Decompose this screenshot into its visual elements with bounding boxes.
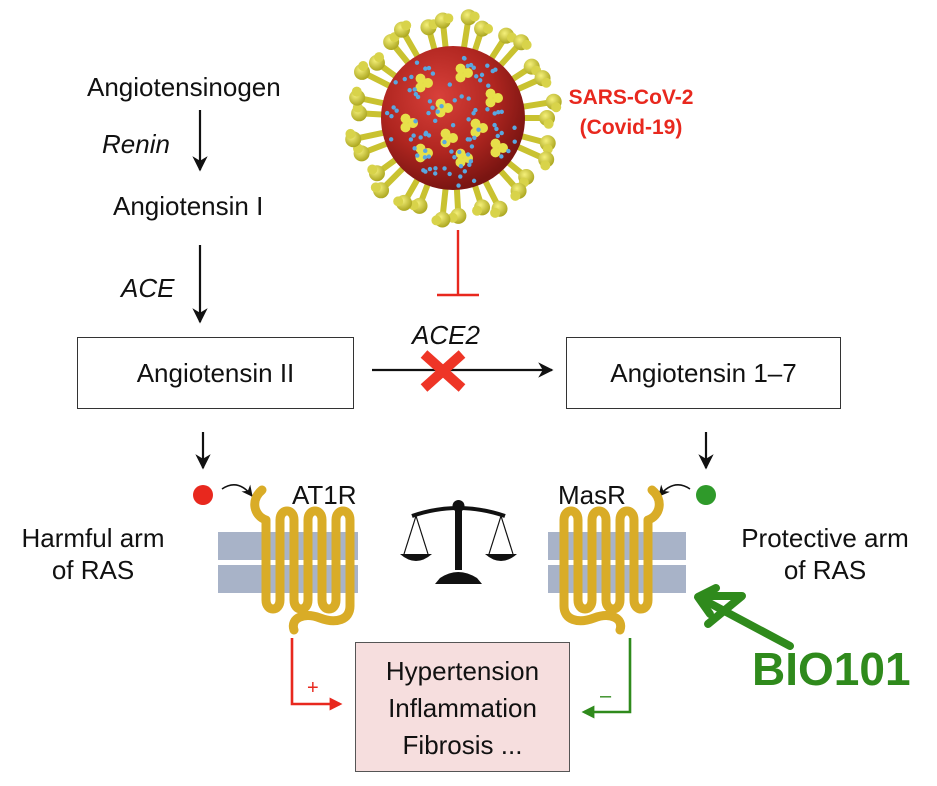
protective-arm-line1: Protective arm bbox=[720, 522, 930, 554]
outcome-hypertension: Hypertension bbox=[356, 653, 569, 690]
outcomes-box: Hypertension Inflammation Fibrosis ... bbox=[355, 642, 570, 772]
masr-label: MasR bbox=[558, 482, 626, 508]
angiotensin-ii-box: Angiotensin II bbox=[77, 337, 354, 409]
virus-disease: (Covid-19) bbox=[556, 113, 706, 143]
angiotensin-1-7-label: Angiotensin 1–7 bbox=[610, 358, 796, 389]
renin-enzyme-label: Renin bbox=[102, 131, 170, 157]
outcome-fibrosis: Fibrosis ... bbox=[356, 727, 569, 764]
harmful-effect-sign: + bbox=[307, 678, 319, 698]
ligand-binding-arrow-left bbox=[222, 485, 252, 496]
bio101-arrow bbox=[698, 588, 790, 646]
outcome-inflammation: Inflammation bbox=[356, 690, 569, 727]
virus-inhibition-line bbox=[437, 230, 479, 295]
harmful-arm-label: Harmful arm of RAS bbox=[8, 522, 178, 586]
balance-scale-icon bbox=[400, 500, 517, 584]
angiotensinogen-label: Angiotensinogen bbox=[87, 74, 281, 100]
ace2-enzyme-label: ACE2 bbox=[412, 322, 480, 348]
virus-label: SARS-CoV-2 (Covid-19) bbox=[556, 83, 706, 143]
angiotensin-1-7-box: Angiotensin 1–7 bbox=[566, 337, 841, 409]
angiotensin-i-label: Angiotensin I bbox=[113, 193, 263, 219]
ligand-binding-arrow-right bbox=[659, 485, 690, 496]
angiotensin-ii-label: Angiotensin II bbox=[137, 358, 295, 389]
virus-name: SARS-CoV-2 bbox=[556, 83, 706, 113]
protective-effect-sign: – bbox=[600, 686, 611, 706]
harmful-arm-line1: Harmful arm bbox=[8, 522, 178, 554]
receptor-masr-icon bbox=[548, 490, 686, 630]
harmful-arm-line2: of RAS bbox=[8, 554, 178, 586]
ligand-angiotensin-1-7-dot bbox=[696, 485, 716, 505]
protective-arm-label: Protective arm of RAS bbox=[720, 522, 930, 586]
bio101-label: BIO101 bbox=[752, 646, 911, 692]
protective-arm-line2: of RAS bbox=[720, 554, 930, 586]
virus-icon bbox=[345, 9, 561, 227]
receptor-at1r-icon bbox=[218, 490, 358, 630]
at1r-label: AT1R bbox=[292, 482, 357, 508]
ligand-angiotensin-ii-dot bbox=[193, 485, 213, 505]
ace-enzyme-label: ACE bbox=[121, 275, 174, 301]
